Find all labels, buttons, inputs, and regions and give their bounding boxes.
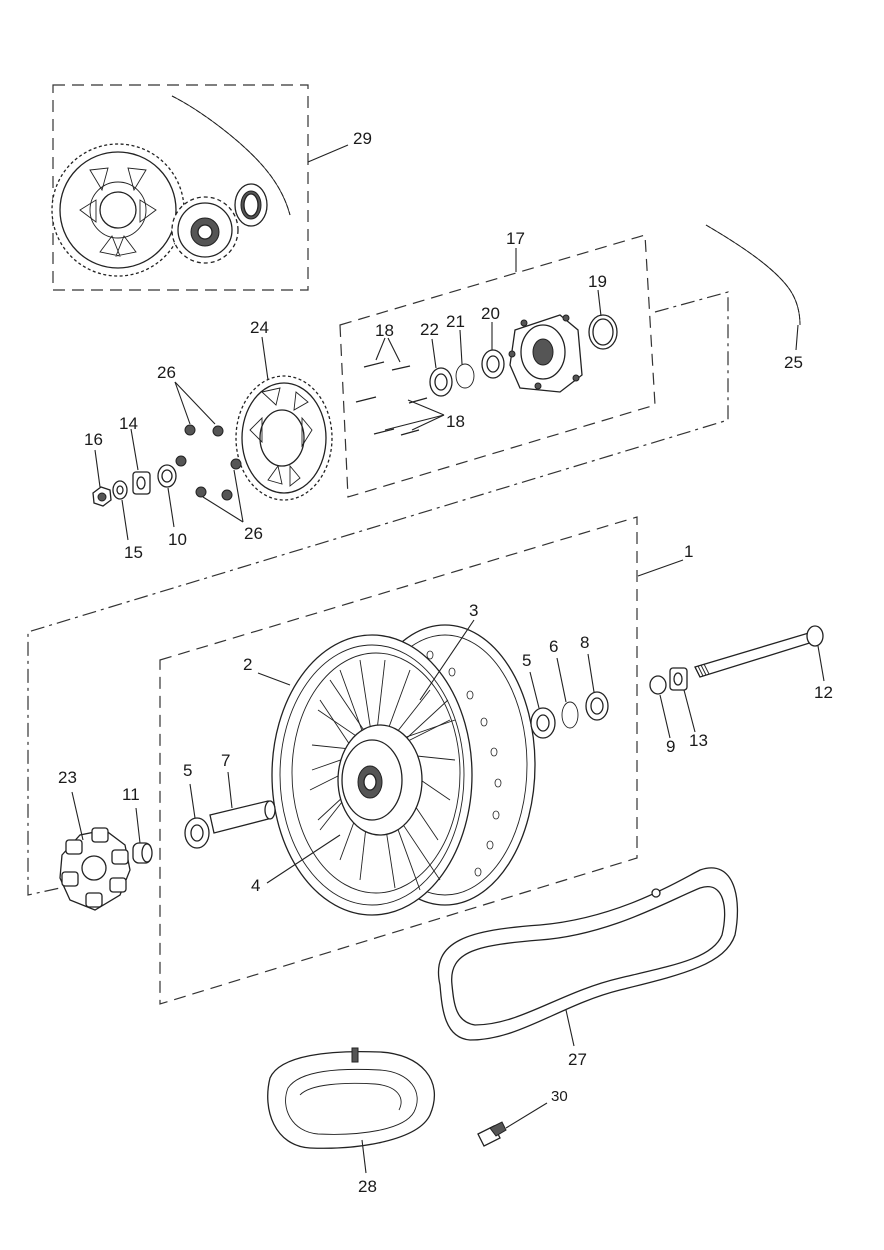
callout-22: 22 <box>420 320 439 339</box>
spacer-11 <box>132 842 153 864</box>
callout-23: 23 <box>58 768 77 787</box>
callout-8: 8 <box>580 633 589 652</box>
rim-tape-27 <box>437 867 738 1041</box>
callout-29: 29 <box>353 129 372 148</box>
callout-11: 11 <box>122 785 140 804</box>
callout-25: 25 <box>784 353 803 372</box>
kit-front-sprocket <box>171 196 239 264</box>
adjuster-14 <box>132 471 151 495</box>
nut-16 <box>92 486 112 507</box>
studs-18 <box>355 361 428 436</box>
callout-27: 27 <box>568 1050 587 1069</box>
callout-18-bottom: 18 <box>446 412 465 431</box>
callout-15: 15 <box>124 543 143 562</box>
kit-rear-sprocket <box>51 143 185 277</box>
spacer-10 <box>157 464 177 488</box>
callout-30: 30 <box>551 1088 568 1105</box>
axle-12 <box>694 625 824 678</box>
callout-4: 4 <box>251 876 260 895</box>
callout-10: 10 <box>168 530 187 549</box>
bearing-5-left <box>184 817 210 849</box>
callout-2: 2 <box>243 655 252 674</box>
callout-24: 24 <box>250 318 269 337</box>
callout-12: 12 <box>814 683 833 702</box>
valve-30 <box>477 1121 507 1147</box>
callout-18-top: 18 <box>375 321 394 340</box>
callout-labels: 1 2 3 4 5 5 6 7 8 9 10 11 12 13 14 15 16… <box>58 129 833 1196</box>
kit-chain <box>171 95 291 216</box>
inner-tube-28 <box>267 1047 436 1149</box>
callout-28: 28 <box>358 1177 377 1196</box>
bearing-22 <box>429 367 453 397</box>
kit-washer <box>234 183 268 227</box>
wheel-box-outline <box>159 516 638 1005</box>
callout-13: 13 <box>689 731 708 750</box>
callout-19: 19 <box>588 272 607 291</box>
callout-26-bottom: 26 <box>244 524 263 543</box>
callout-21: 21 <box>446 312 465 331</box>
sprocket-carrier-hub <box>508 314 583 393</box>
callout-26-top: 26 <box>157 363 176 382</box>
callout-1: 1 <box>684 542 693 561</box>
carrier-box-outline <box>339 234 656 498</box>
bearing-20 <box>481 349 505 379</box>
seal-8 <box>585 691 609 721</box>
leader-lines <box>71 144 825 1174</box>
nuts-26 <box>175 424 242 501</box>
callout-9: 9 <box>666 737 675 756</box>
assembly-connector-lines <box>27 291 729 896</box>
callout-3: 3 <box>469 601 478 620</box>
adjuster-13 <box>669 667 688 691</box>
callout-20: 20 <box>481 304 500 323</box>
callout-5-right: 5 <box>522 651 531 670</box>
spacer-19 <box>588 314 618 350</box>
callout-17: 17 <box>506 229 525 248</box>
rear-sprocket-24 <box>235 375 333 501</box>
bearing-5-right <box>530 707 556 739</box>
cush-drive-rubbers-23 <box>59 827 131 911</box>
callout-7: 7 <box>221 751 230 770</box>
kit-box-outline <box>52 84 309 291</box>
circlip-21 <box>455 363 475 389</box>
washer-15 <box>112 480 128 500</box>
callout-16: 16 <box>84 430 103 449</box>
wheel-assembly <box>271 624 536 916</box>
callout-5-left: 5 <box>183 761 192 780</box>
circlip-6 <box>561 701 579 729</box>
callout-6: 6 <box>549 637 558 656</box>
spacer-9 <box>649 675 667 695</box>
callout-14: 14 <box>119 414 138 433</box>
chain-25 <box>705 224 801 326</box>
spacer-tube-7 <box>209 800 276 834</box>
